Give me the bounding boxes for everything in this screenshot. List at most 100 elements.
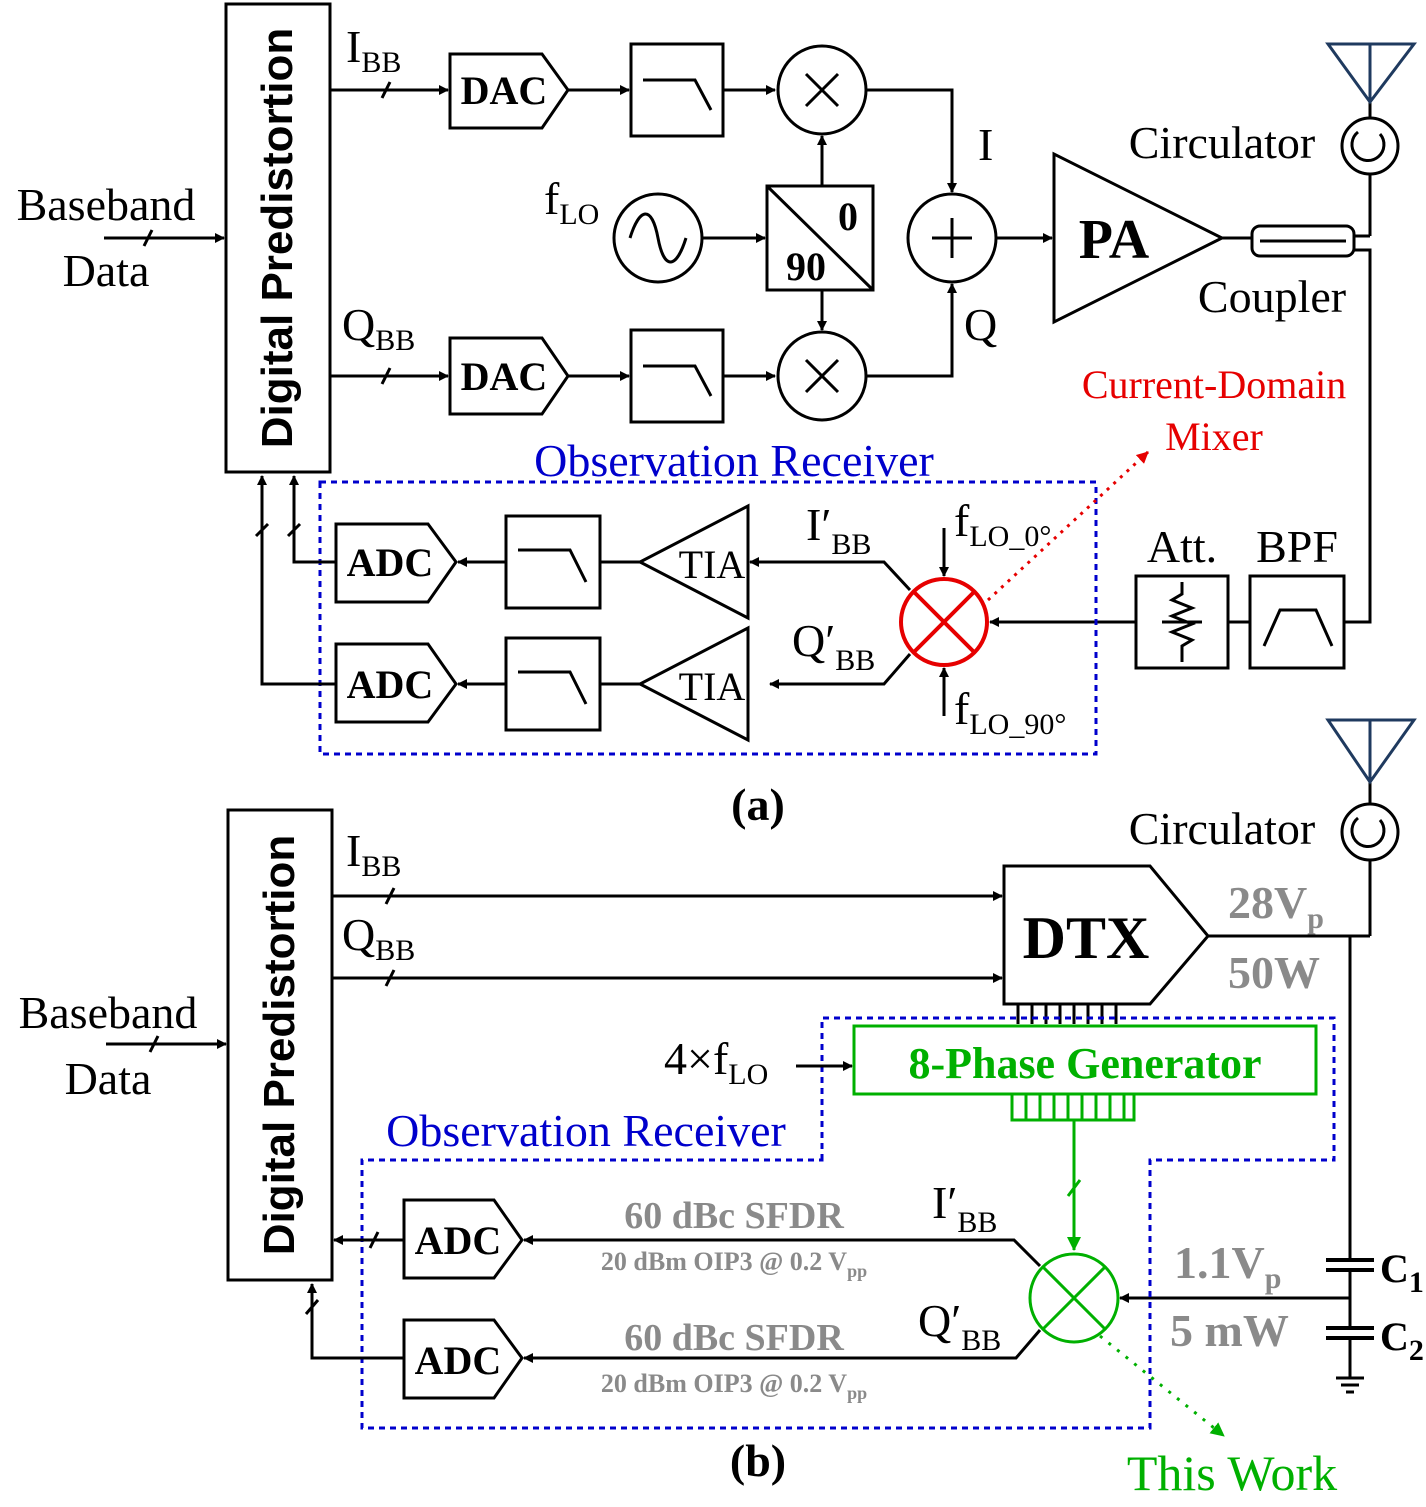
bus-slash bbox=[380, 81, 392, 99]
circulator-arrow-icon bbox=[1350, 816, 1386, 849]
bus-slash bbox=[142, 229, 154, 247]
phase-0-label: 0 bbox=[838, 194, 858, 239]
flo-label-a: fLO bbox=[544, 173, 599, 231]
mixer-q-prime-wire bbox=[769, 653, 912, 689]
resistor-icon bbox=[1162, 582, 1202, 662]
dtx-block bbox=[1002, 864, 1210, 1006]
bus-slash bbox=[384, 887, 396, 905]
multiply-icon bbox=[804, 72, 840, 108]
bus-slash bbox=[384, 969, 396, 987]
dtx-phase-bus bbox=[1016, 1004, 1118, 1024]
adc-i-label-b: ADC bbox=[415, 1218, 502, 1263]
lowpass-icon bbox=[643, 78, 713, 111]
panel-b: Digital Predistortion Baseband Data IBB … bbox=[19, 718, 1424, 1501]
observation-receiver-box-b bbox=[360, 1016, 1336, 1430]
circulator-icon bbox=[1340, 802, 1400, 862]
mixer-q-out-wire bbox=[866, 283, 957, 378]
tia-q-label: TIA bbox=[679, 664, 746, 709]
dpd-label-a: Digital Predistortion bbox=[253, 28, 302, 448]
data-label-a: Data bbox=[63, 245, 150, 296]
att-label: Att. bbox=[1147, 521, 1217, 572]
tia-i-block bbox=[636, 503, 750, 621]
adc-i-block-a bbox=[334, 522, 458, 604]
coupler-label: Coupler bbox=[1198, 271, 1346, 322]
multiply-icon bbox=[804, 358, 840, 394]
caption-b: (b) bbox=[730, 1435, 786, 1486]
baseband-label-a: Baseband bbox=[17, 179, 196, 230]
adc-q-to-dpd-wire-b bbox=[307, 1283, 404, 1360]
bandpass-icon bbox=[1262, 608, 1334, 647]
phase-generator-bus bbox=[1010, 1094, 1136, 1122]
dac-i-block bbox=[448, 52, 570, 130]
panel-a: Digital Predistortion Baseband Data IBB … bbox=[17, 2, 1418, 830]
data-label-b: Data bbox=[65, 1053, 152, 1104]
q-sum-label: Q bbox=[964, 299, 997, 350]
dac-i-label: DAC bbox=[461, 68, 548, 113]
adc-i-label-a: ADC bbox=[347, 540, 434, 585]
bus-slash bbox=[368, 1231, 380, 1249]
adc-q-label-a: ADC bbox=[347, 662, 434, 707]
mixer-q-prime-wire-b bbox=[523, 1329, 1042, 1363]
mixer-x-icon bbox=[1040, 1264, 1108, 1332]
mixer-i-out-wire bbox=[866, 88, 957, 193]
bpf-block bbox=[1248, 574, 1346, 670]
circulator-arrow-icon bbox=[1350, 130, 1386, 163]
i-bb-label-b: IBB bbox=[346, 825, 401, 883]
circulator-label-b: Circulator bbox=[1129, 803, 1316, 854]
bus-slash bbox=[1066, 1179, 1082, 1197]
mixer-pointer bbox=[986, 450, 1150, 602]
coupled-port-wire bbox=[1344, 248, 1372, 624]
pa-triangle bbox=[1052, 151, 1226, 325]
mixer-i-prime-wire bbox=[749, 557, 912, 592]
q-bb-label-a: QBB bbox=[342, 299, 415, 357]
bus-slash bbox=[148, 1035, 160, 1053]
oip3-label-i: 20 dBm OIP3 @ 0.2 Vpp bbox=[601, 1247, 867, 1281]
circulator-icon bbox=[1340, 116, 1400, 176]
tia-i-label: TIA bbox=[679, 542, 746, 587]
i-bb-prime-label-a: I′BB bbox=[806, 499, 871, 561]
dtx-power-label: 50W bbox=[1228, 947, 1320, 998]
lowpass-icon bbox=[518, 670, 588, 705]
q-bb-prime-label-a: Q′BB bbox=[792, 615, 875, 677]
adc-i-to-dpd-wire bbox=[289, 475, 336, 564]
dpd-block-a bbox=[224, 2, 332, 474]
bus-slash bbox=[286, 522, 302, 538]
tap-power-label: 5 mW bbox=[1170, 1305, 1289, 1356]
tap-voltage-label: 1.1Vp bbox=[1174, 1237, 1281, 1295]
lpf-i-block-a bbox=[629, 42, 725, 138]
lo-0-label: fLO_0° bbox=[954, 495, 1051, 553]
i-bb-prime-label-b: I′BB bbox=[932, 1177, 997, 1239]
oip3-label-q: 20 dBm OIP3 @ 0.2 Vpp bbox=[601, 1369, 867, 1403]
ground-icon bbox=[1336, 1376, 1364, 1394]
lowpass-icon bbox=[518, 548, 588, 583]
adc-q-label-b: ADC bbox=[415, 1338, 502, 1383]
i-bb-label-a: IBB bbox=[346, 21, 401, 79]
sfdr-label-i: 60 dBc SFDR bbox=[624, 1195, 844, 1237]
phase-splitter-diagonal bbox=[765, 184, 875, 292]
dac-q-block bbox=[448, 336, 570, 416]
q-bb-label-b: QBB bbox=[342, 909, 415, 967]
mixer-note-label: Mixer bbox=[1165, 414, 1263, 459]
lo4x-label: 4×fLO bbox=[664, 1033, 768, 1091]
bus-slash bbox=[304, 1299, 320, 1315]
tia-q-block bbox=[636, 625, 750, 743]
lowpass-icon bbox=[643, 364, 713, 397]
pa-label: PA bbox=[1079, 209, 1150, 271]
lpf-rx-i-block bbox=[504, 514, 602, 610]
bus-slash bbox=[254, 522, 270, 538]
bpf-label: BPF bbox=[1256, 521, 1338, 572]
circulator-label-a: Circulator bbox=[1129, 117, 1316, 168]
dtx-label: DTX bbox=[1023, 905, 1150, 971]
caption-a: (a) bbox=[731, 779, 785, 830]
q-bb-prime-label-b: Q′BB bbox=[918, 1295, 1001, 1357]
antenna-icon bbox=[1325, 718, 1417, 785]
adc-q-to-dpd-wire bbox=[257, 475, 336, 686]
lpf-q-block-a bbox=[629, 328, 725, 424]
mixer-i-prime-wire-b bbox=[523, 1235, 1042, 1268]
adc-q-block-a bbox=[334, 642, 458, 724]
sine-wave-icon bbox=[628, 212, 688, 264]
dac-q-label: DAC bbox=[461, 354, 548, 399]
adc-q-block-b bbox=[402, 1318, 524, 1400]
adc-i-block-b bbox=[402, 1198, 524, 1280]
